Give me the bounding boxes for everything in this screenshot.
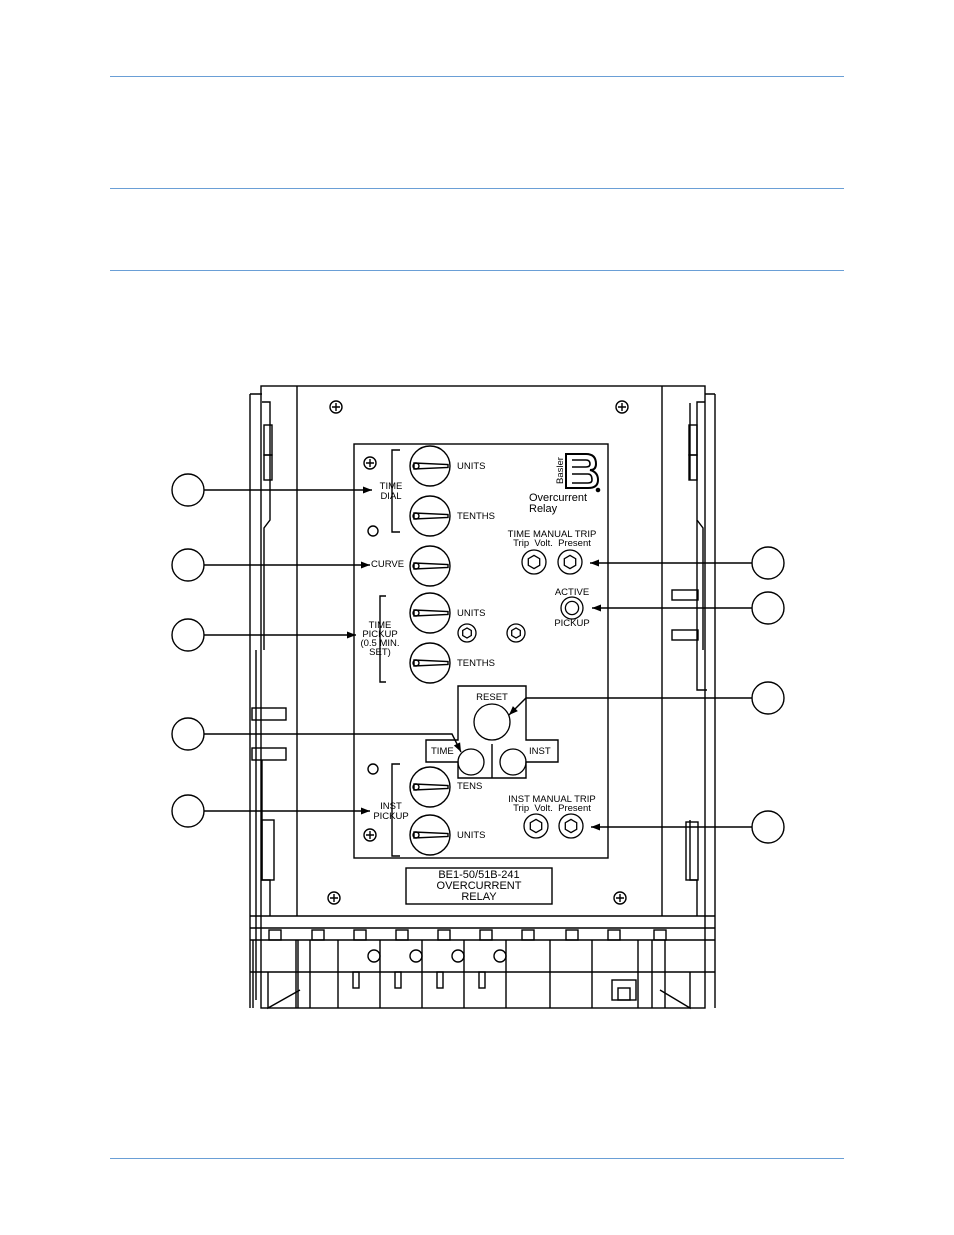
callout-inst-pickup — [171, 794, 205, 828]
inst-trip-test-point — [523, 813, 549, 839]
pickup-adjust-pot-2 — [506, 623, 526, 643]
inst-pickup-bracket — [391, 763, 400, 857]
arrow-time-manual-trip — [590, 559, 752, 567]
arrow-inst-pickup — [204, 807, 370, 815]
arrow-active-pickup — [592, 604, 752, 612]
time-trip-test-point — [521, 549, 547, 575]
callout-time-manual-trip — [751, 546, 785, 580]
time-dial-tenths-knob[interactable] — [409, 495, 451, 537]
header-rule-bottom — [110, 270, 844, 271]
time-dial-units-label: UNITS — [457, 461, 486, 472]
arrow-target-indicators — [204, 733, 462, 753]
time-dial-units-knob[interactable] — [409, 445, 451, 487]
nameplate-model: BE1-50/51B-241 — [438, 869, 519, 881]
face-plate — [353, 443, 609, 859]
time-pickup-tenths-knob[interactable] — [409, 642, 451, 684]
callout-inst-manual-trip — [751, 810, 785, 844]
time-volt-present-test-point — [557, 549, 583, 575]
footer-rule — [110, 1158, 844, 1159]
time-pickup-units-knob[interactable] — [409, 592, 451, 634]
active-pickup-label-2: PICKUP — [554, 618, 589, 629]
time-dial-label-1: TIME — [380, 481, 403, 492]
inst-pickup-tens-label: TENS — [457, 781, 482, 792]
header-rule-middle — [110, 188, 844, 189]
inst-pickup-units-knob[interactable] — [409, 814, 451, 856]
active-pickup-indicator — [560, 596, 584, 620]
led-bottom — [367, 763, 379, 775]
curve-knob[interactable] — [409, 545, 451, 587]
time-pickup-tenths-label: TENTHS — [457, 658, 495, 669]
led-top — [367, 525, 379, 537]
time-dial-label-2: DIAL — [380, 491, 401, 502]
callout-time-pickup — [171, 618, 205, 652]
arrow-time-dial — [204, 486, 372, 494]
time-pickup-units-label: UNITS — [457, 608, 486, 619]
inst-pickup-tens-knob[interactable] — [409, 766, 451, 808]
arrow-inst-manual-trip — [591, 823, 752, 831]
reset-label: RESET — [476, 692, 508, 703]
inst-manual-trip-label: INST MANUAL TRIP — [508, 794, 595, 805]
reset-button[interactable] — [473, 703, 511, 741]
callout-reset — [751, 681, 785, 715]
basler-logo-icon — [565, 453, 601, 493]
active-pickup-label-1: ACTIVE — [555, 587, 589, 598]
callout-time-dial — [171, 473, 205, 507]
time-target-label: TIME — [431, 746, 454, 757]
time-manual-trip-sublabel: Trip Volt. Present — [513, 538, 591, 549]
panel-screws — [327, 400, 629, 905]
callout-active-pickup — [751, 591, 785, 625]
callout-target-indicators — [171, 717, 205, 751]
arrow-time-pickup — [204, 631, 356, 639]
target-housing — [425, 685, 559, 779]
inst-pickup-units-label: UNITS — [457, 830, 486, 841]
nameplate — [405, 867, 553, 905]
time-pickup-label-3: (0.5 MIN. — [360, 638, 399, 649]
terminal-block — [250, 915, 715, 1010]
curve-label: CURVE — [371, 559, 404, 570]
inst-pickup-label-2: PICKUP — [373, 811, 408, 822]
time-target-indicator — [457, 748, 485, 776]
inst-manual-trip-sublabel: Trip Volt. Present — [513, 803, 591, 814]
arrow-reset — [508, 697, 752, 716]
inst-target-label: INST — [529, 746, 551, 757]
inst-pickup-label-1: INST — [380, 801, 402, 812]
callout-curve — [171, 548, 205, 582]
inst-target-indicator — [499, 748, 527, 776]
nameplate-line-3: RELAY — [461, 891, 497, 903]
time-dial-tenths-label: TENTHS — [457, 511, 495, 522]
time-pickup-label-2: PICKUP — [362, 629, 397, 640]
arrow-curve — [204, 561, 370, 569]
inst-volt-present-test-point — [558, 813, 584, 839]
time-pickup-bracket — [379, 595, 386, 683]
time-manual-trip-label: TIME MANUAL TRIP — [508, 529, 597, 540]
header-rule-top — [110, 76, 844, 77]
time-pickup-label-1: TIME — [369, 620, 392, 631]
pickup-adjust-pot-1 — [457, 623, 477, 643]
product-name-line-2: Relay — [529, 503, 558, 515]
nameplate-line-2: OVERCURRENT — [437, 880, 522, 892]
time-pickup-label-4: SET) — [369, 647, 391, 658]
basler-logo-text: Basler — [555, 457, 566, 484]
time-dial-bracket — [391, 449, 400, 533]
product-name-line-1: Overcurrent — [529, 492, 587, 504]
